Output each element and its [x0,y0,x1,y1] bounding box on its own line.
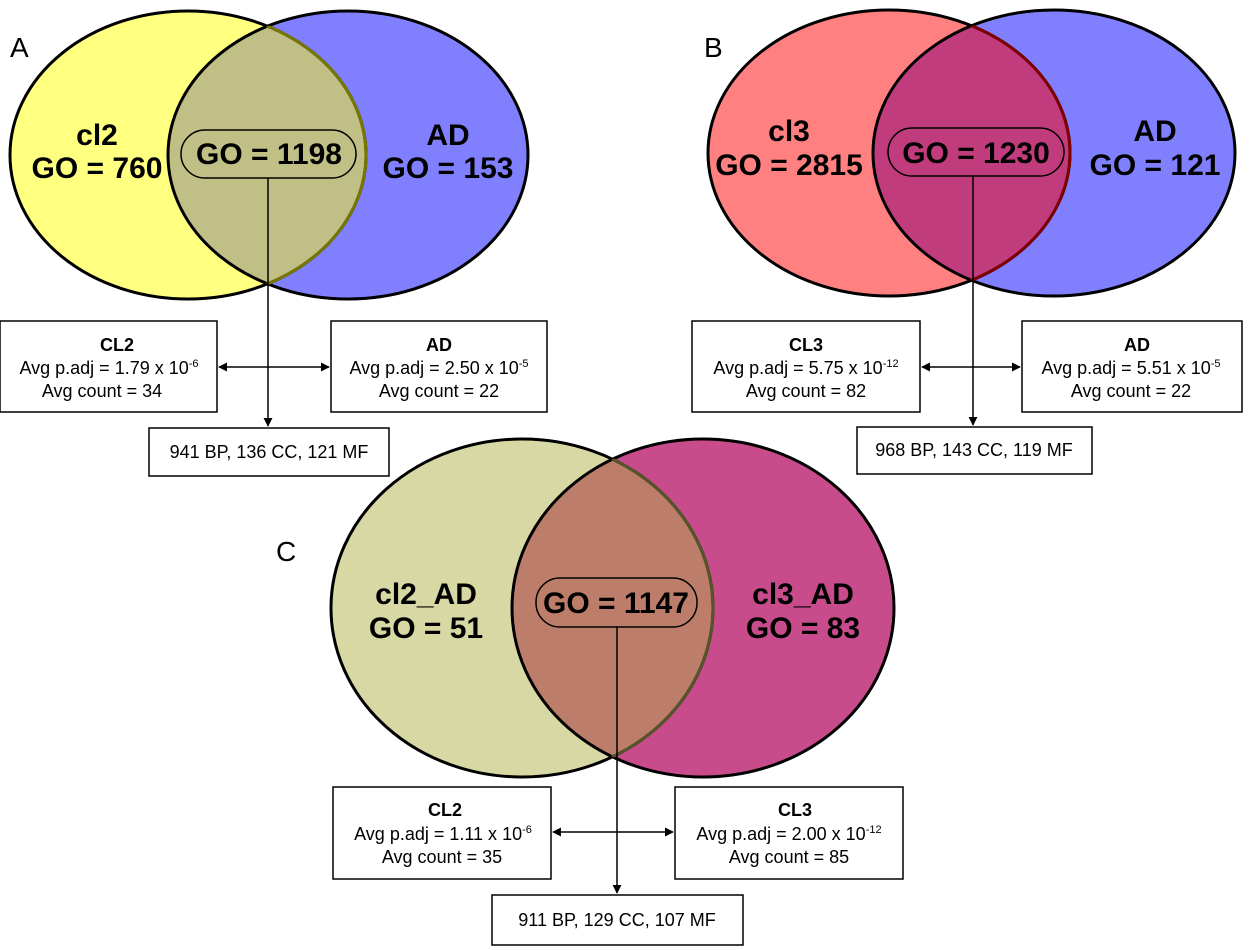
venn-c-result-text: 911 BP, 129 CC, 107 MF [518,910,715,930]
venn-a-right-stats-count: Avg count = 22 [379,381,499,401]
venn-a-result-box [148,427,390,477]
venn-a-intersection [168,11,366,299]
venn-c-right-name: cl3_AD [752,578,854,611]
venn-c-left-stats-count: Avg count = 35 [382,847,502,867]
venn-b-right-stats-count: Avg count = 22 [1071,381,1191,401]
venn-c-left-stats-title: CL2 [428,800,462,820]
venn-c-left-count: GO = 51 [369,612,483,645]
venn-b-right-stats-padj: Avg p.adj = 5.51 x 10-5 [1041,358,1220,378]
venn-b-left-outline-inner [873,10,1072,296]
venn-a-result-text: 941 BP, 136 CC, 121 MF [170,442,369,462]
panel-letter-b: B [704,32,723,63]
venn-a-left-stats-box [0,320,218,413]
panel-c: C cl2_AD GO = 51 cl3_AD GO = 83 GO = 114… [276,437,904,946]
venn-b-intersection-count: GO = 1230 [902,137,1050,170]
venn-c-right-stats-padj: Avg p.adj = 2.00 x 10-12 [696,824,881,844]
venn-b-left-stats-padj: Avg p.adj = 5.75 x 10-12 [713,358,898,378]
venn-b-left-stats-title: CL3 [789,335,823,355]
venn-c-left-name: cl2_AD [375,578,477,611]
venn-a-right-outline [166,9,530,301]
venn-b-right-outline [871,8,1237,298]
venn-b-intersection-pill [887,127,1065,177]
venn-a-right-name: AD [426,119,469,152]
panel-letter-a: A [10,32,29,63]
venn-a-left-stats-count: Avg count = 34 [42,381,162,401]
venn-a-right-count: GO = 153 [383,152,514,185]
venn-b-right-stats-box [1021,320,1243,413]
venn-b-intersection [873,10,1070,296]
venn-b-left-count: GO = 2815 [715,149,863,182]
venn-a-left-stats-padj: Avg p.adj = 1.79 x 10-6 [19,358,198,378]
venn-c-intersection-count: GO = 1147 [543,587,689,620]
venn-c-left-stats-box [332,786,552,880]
venn-c-right-stats-count: Avg count = 85 [729,847,849,867]
venn-c-left-stats-padj: Avg p.adj = 1.11 x 10-6 [354,824,532,844]
venn-b-right-name: AD [1133,115,1176,148]
venn-b-right-count: GO = 121 [1090,149,1221,182]
venn-b-result-box [856,426,1093,475]
venn-a-left-count: GO = 760 [32,152,163,185]
venn-a-intersection-count: GO = 1198 [196,138,342,171]
venn-a-right-stats-box [330,320,548,413]
venn-a-right-stats-padj: Avg p.adj = 2.50 x 10-5 [349,358,528,378]
venn-c-right-outline [510,437,896,779]
venn-b-left-stats-count: Avg count = 82 [746,381,866,401]
venn-a-left-stats-title: CL2 [100,335,134,355]
venn-b-left-stats-box [691,320,921,413]
panel-a: A cl2 GO = 760 AD GO = 153 GO = 1198 CL2… [0,9,548,477]
venn-b-right-stats-title: AD [1124,335,1150,355]
venn-a-left-outline-inner [168,11,368,299]
venn-c-right-count: GO = 83 [746,612,860,645]
venn-a-left-name: cl2 [76,119,118,152]
venn-b-left-name: cl3 [768,115,810,148]
venn-b-result-text: 968 BP, 143 CC, 119 MF [875,440,1072,460]
venn-c-right-stats-box [674,786,904,880]
panel-letter-c: C [276,536,296,567]
venn-c-result-box [491,894,744,946]
panel-b: B cl3 GO = 2815 AD GO = 121 GO = 1230 CL… [691,8,1243,475]
venn-c-right-stats-title: CL3 [778,800,812,820]
venn-a-right-stats-title: AD [426,335,452,355]
venn-c-left-outline-inner [512,439,715,777]
